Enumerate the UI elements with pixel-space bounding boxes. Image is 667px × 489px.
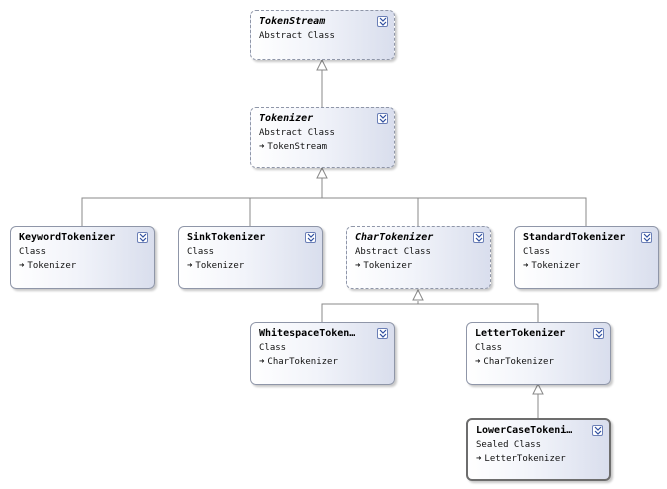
class-kind: Class (259, 343, 287, 353)
class-name: LowerCaseTokeni… (476, 425, 573, 436)
class-kind: Abstract Class (355, 247, 431, 257)
class-kind: Sealed Class (476, 440, 542, 450)
class-name: KeywordTokenizer (19, 232, 116, 243)
class-name: TokenStream (259, 16, 326, 27)
class-name: CharTokenizer (355, 232, 434, 243)
inheritance-icon: ➜ (523, 261, 529, 271)
class-kind: Abstract Class (259, 31, 335, 41)
class-shape-chartokenizer[interactable]: CharTokenizer Abstract Class ➜Tokenizer (346, 226, 491, 289)
class-name: StandardTokenizer (523, 232, 626, 243)
class-name: Tokenizer (259, 113, 314, 124)
class-name: WhitespaceToken… (259, 328, 356, 339)
double-chevron-down-icon[interactable] (377, 328, 388, 339)
double-chevron-down-icon[interactable] (592, 425, 603, 436)
class-shape-standardtokenizer[interactable]: StandardTokenizer Class ➜Tokenizer (514, 226, 659, 289)
class-kind: Class (187, 247, 215, 257)
inheritance-icon: ➜ (187, 261, 193, 271)
class-kind: Class (19, 247, 47, 257)
class-name: LetterTokenizer (475, 328, 566, 339)
connector-chartokenizer-children (321, 303, 539, 322)
base-class-name: Tokenizer (195, 261, 245, 271)
base-class: ➜Tokenizer (187, 259, 314, 273)
class-shape-whitespacetokenizer[interactable]: WhitespaceToken… Class ➜CharTokenizer (250, 322, 395, 385)
inheritance-icon: ➜ (259, 357, 265, 367)
base-class: ➜Tokenizer (19, 259, 146, 273)
double-chevron-down-icon[interactable] (377, 113, 388, 124)
inheritance-arrow-icon (316, 58, 328, 71)
inheritance-arrow-icon (316, 166, 328, 179)
class-shape-keywordtokenizer[interactable]: KeywordTokenizer Class ➜Tokenizer (10, 226, 155, 289)
base-class-name: LetterTokenizer (484, 454, 566, 464)
class-shape-tokenizer[interactable]: Tokenizer Abstract Class ➜TokenStream (250, 107, 395, 168)
base-class-name: TokenStream (267, 142, 328, 152)
class-shape-lettertokenizer[interactable]: LetterTokenizer Class ➜CharTokenizer (466, 322, 611, 385)
class-kind: Class (523, 247, 551, 257)
base-class: ➜Tokenizer (355, 259, 482, 273)
base-class-name: CharTokenizer (267, 357, 338, 367)
double-chevron-down-icon[interactable] (473, 232, 484, 243)
inheritance-arrow-icon (532, 382, 544, 395)
base-class: ➜LetterTokenizer (476, 452, 601, 466)
inheritance-icon: ➜ (475, 357, 481, 367)
base-class: ➜CharTokenizer (259, 355, 386, 369)
inheritance-icon: ➜ (19, 261, 25, 271)
double-chevron-down-icon[interactable] (305, 232, 316, 243)
inheritance-icon: ➜ (355, 261, 361, 271)
class-shape-lowercasetokenizer[interactable]: LowerCaseTokeni… Sealed Class ➜LetterTok… (466, 418, 611, 481)
class-kind: Abstract Class (259, 128, 335, 138)
base-class: ➜Tokenizer (523, 259, 650, 273)
connector-tokenizer-children (81, 197, 587, 226)
double-chevron-down-icon[interactable] (377, 16, 388, 27)
class-shape-sinktokenizer[interactable]: SinkTokenizer Class ➜Tokenizer (178, 226, 323, 289)
inheritance-arrow-icon (412, 288, 424, 301)
base-class: ➜CharTokenizer (475, 355, 602, 369)
base-class-name: Tokenizer (27, 261, 77, 271)
class-shape-tokenstream[interactable]: TokenStream Abstract Class (250, 10, 395, 60)
class-name: SinkTokenizer (187, 232, 266, 243)
base-class: ➜TokenStream (259, 140, 386, 154)
double-chevron-down-icon[interactable] (137, 232, 148, 243)
double-chevron-down-icon[interactable] (593, 328, 604, 339)
double-chevron-down-icon[interactable] (641, 232, 652, 243)
base-class-name: Tokenizer (531, 261, 581, 271)
class-kind: Class (475, 343, 503, 353)
inheritance-icon: ➜ (476, 454, 482, 464)
inheritance-icon: ➜ (259, 142, 265, 152)
base-class-name: Tokenizer (363, 261, 413, 271)
base-class-name: CharTokenizer (483, 357, 554, 367)
